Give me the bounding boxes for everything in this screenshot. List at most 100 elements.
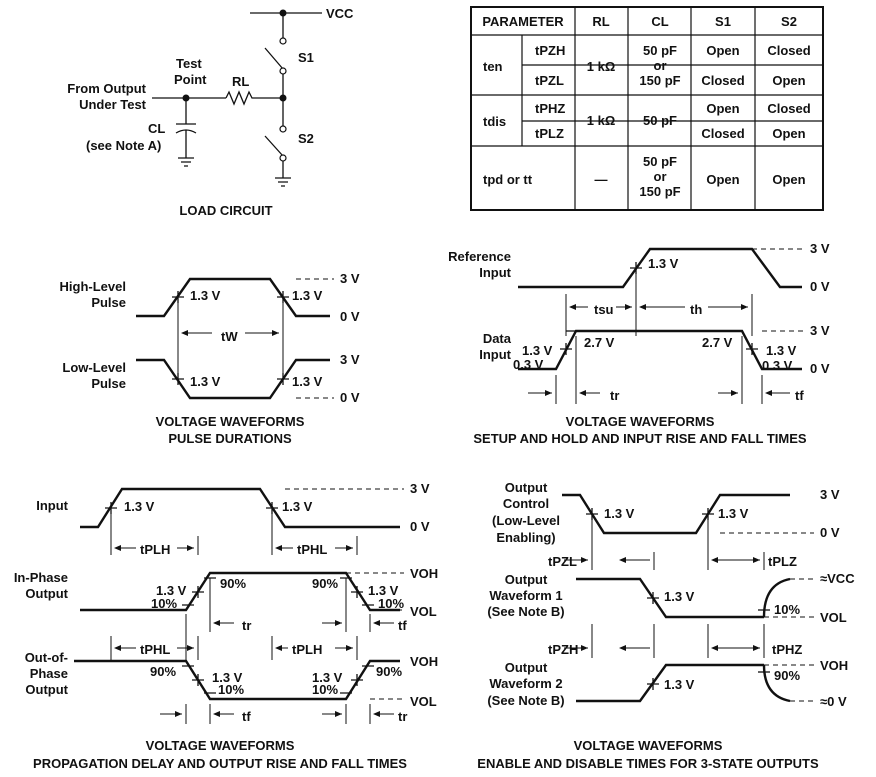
- prop-vol-a: VOL: [410, 604, 437, 619]
- enable-disable-waveforms: Output Control (Low-Level Enabling) 3 V …: [477, 480, 855, 771]
- note-a-label: (see Note A): [86, 138, 161, 153]
- w1-label-3: (See Note B): [487, 604, 564, 619]
- low-13v-right: 1.3 V: [292, 374, 323, 389]
- tw-label: tW: [221, 329, 238, 344]
- th-label: th: [690, 302, 702, 317]
- data-0v: 0 V: [810, 361, 830, 376]
- ref-13v: 1.3 V: [648, 256, 679, 271]
- cl-label: CL: [148, 121, 165, 136]
- op-10-right: 10%: [312, 682, 338, 697]
- outphase-output-wave: [74, 659, 400, 701]
- tsu-label: tsu: [594, 302, 614, 317]
- test-table: PARAMETER RL CL S1 S2 ten tPZH tPZL 1 kΩ…: [470, 6, 824, 211]
- cl-a-1: 50 pF: [643, 43, 677, 58]
- r4-s2: Open: [772, 126, 805, 141]
- oc-label-4: Enabling): [496, 530, 555, 545]
- ip-90-right: 90%: [312, 576, 338, 591]
- s2-label: S2: [298, 131, 314, 146]
- setup-hold-waveforms: Reference Input 3 V 0 V 1.3 V tsu th Dat…: [448, 241, 830, 446]
- ip-10-right: 10%: [378, 596, 404, 611]
- inphase-label-1: In-Phase: [14, 570, 68, 585]
- w1-label-2: Waveform 1: [489, 588, 562, 603]
- th-rl: RL: [592, 14, 609, 29]
- param-tplz: tPLZ: [535, 126, 564, 141]
- r1-s1: Open: [706, 43, 739, 58]
- r4-s1: Closed: [701, 126, 744, 141]
- reference-input-label-1: Reference: [448, 249, 511, 264]
- prop-in-13v-left: 1.3 V: [124, 499, 155, 514]
- prop-caption-1: VOLTAGE WAVEFORMS: [146, 738, 295, 753]
- en-13v-left: 1.3 V: [604, 506, 635, 521]
- high-3v: 3 V: [340, 271, 360, 286]
- th-s2: S2: [781, 14, 797, 29]
- outphase-label-1: Out-of-: [25, 650, 68, 665]
- data-27v-right: 2.7 V: [702, 335, 733, 350]
- high-13v-right: 1.3 V: [292, 288, 323, 303]
- r3-s1: Open: [706, 101, 739, 116]
- rl-1k-a: 1 kΩ: [587, 59, 616, 74]
- tf-label: tf: [795, 388, 804, 403]
- cl-c-3: 150 pF: [639, 184, 680, 199]
- data-03v-right: 0.3 V: [762, 358, 793, 373]
- tpzl-label: tPZL: [548, 554, 577, 569]
- en-13v-right: 1.3 V: [718, 506, 749, 521]
- rl-1k-b: 1 kΩ: [587, 113, 616, 128]
- pulse-duration-waveforms: High-Level Pulse 3 V 0 V 1.3 V 1.3 V tW …: [60, 271, 360, 446]
- low-13v-left: 1.3 V: [190, 374, 221, 389]
- s1-label: S1: [298, 50, 314, 65]
- r2-s1: Closed: [701, 73, 744, 88]
- tphz-label: tPHZ: [772, 642, 802, 657]
- tphl-b-label: tPHL: [140, 642, 170, 657]
- low-level-pulse-wave: [136, 358, 330, 400]
- param-tpzl: tPZL: [535, 73, 564, 88]
- data-03v-left: 0.3 V: [513, 357, 544, 372]
- prop-in-0v: 0 V: [410, 519, 430, 534]
- prop-input-label: Input: [36, 498, 68, 513]
- prop-tf-a: tf: [398, 618, 407, 633]
- th-cl: CL: [651, 14, 668, 29]
- setup-caption-1: VOLTAGE WAVEFORMS: [566, 414, 715, 429]
- enable-caption-2: ENABLE AND DISABLE TIMES FOR 3-STATE OUT…: [477, 756, 819, 771]
- tr-label: tr: [610, 388, 619, 403]
- ip-10-left: 10%: [151, 596, 177, 611]
- tplh-b-label: tPLH: [292, 642, 322, 657]
- op-90-right: 90%: [376, 664, 402, 679]
- output-control-wave: [562, 493, 790, 535]
- w2-label-2: Waveform 2: [489, 676, 562, 691]
- high-level-pulse-wave: [136, 277, 330, 318]
- w2-label-1: Output: [505, 660, 548, 675]
- tplz-label: tPLZ: [768, 554, 797, 569]
- ip-13v-right: 1.3 V: [368, 583, 399, 598]
- high-level-label-2: Pulse: [91, 295, 126, 310]
- prop-in-3v: 3 V: [410, 481, 430, 496]
- w2-0v: ≈0 V: [820, 694, 847, 709]
- oc-label-1: Output: [505, 480, 548, 495]
- vcc-label: VCC: [326, 6, 354, 21]
- data-input-wave: [518, 329, 802, 371]
- data-27v-left: 2.7 V: [584, 335, 615, 350]
- ip-90-left: 90%: [220, 576, 246, 591]
- rl-dash: —: [595, 172, 608, 187]
- tpzh-label: tPZH: [548, 642, 578, 657]
- setup-caption-2: SETUP AND HOLD AND INPUT RISE AND FALL T…: [473, 431, 807, 446]
- tplh-a-label: tPLH: [140, 542, 170, 557]
- param-tpzh: tPZH: [535, 43, 565, 58]
- cl-a-2: or: [654, 58, 667, 73]
- low-0v: 0 V: [340, 390, 360, 405]
- data-input-label-2: Input: [479, 347, 511, 362]
- w1-vol: VOL: [820, 610, 847, 625]
- w2-label-3: (See Note B): [487, 693, 564, 708]
- w2-voh: VOH: [820, 658, 848, 673]
- prop-voh-b: VOH: [410, 654, 438, 669]
- param-tdis: tdis: [483, 114, 506, 129]
- w1-label-1: Output: [505, 572, 548, 587]
- pulse-caption-1: VOLTAGE WAVEFORMS: [156, 414, 305, 429]
- low-3v: 3 V: [340, 352, 360, 367]
- high-level-label-1: High-Level: [60, 279, 126, 294]
- prop-in-13v-right: 1.3 V: [282, 499, 313, 514]
- w1-vcc: ≈VCC: [820, 571, 855, 586]
- reference-input-label-2: Input: [479, 265, 511, 280]
- w1-13v: 1.3 V: [664, 589, 695, 604]
- op-13v-right: 1.3 V: [312, 670, 343, 685]
